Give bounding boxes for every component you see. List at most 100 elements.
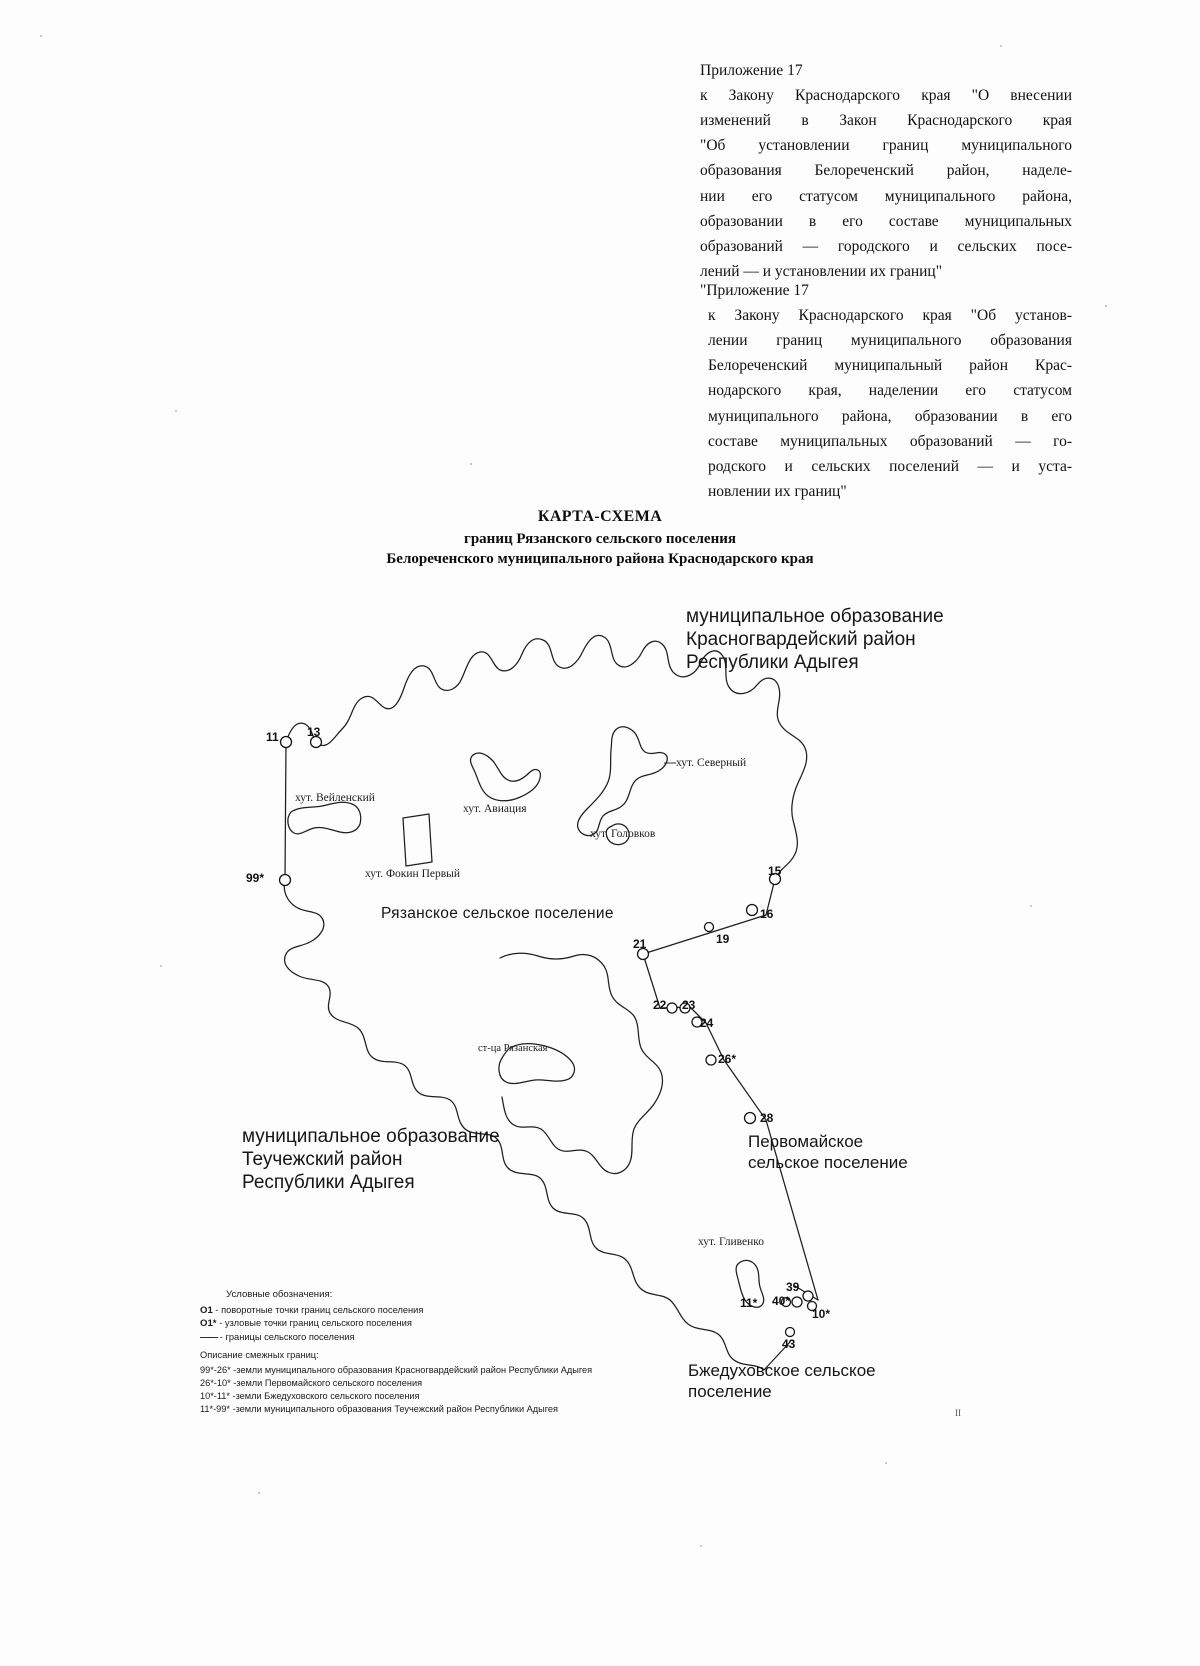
point-marker-22 <box>666 1002 678 1014</box>
page-subtitle-1: границ Рязанского сельского поселения <box>464 531 736 547</box>
point-label-16: 16 <box>760 907 774 921</box>
point-label-99: 99* <box>246 871 265 885</box>
point-marker-19 <box>703 921 715 933</box>
settlement-label-aviatsiya: хут. Авиация <box>463 803 527 815</box>
scan-speck <box>700 1545 702 1547</box>
bzhedukhovskoe-line-2: поселение <box>688 1382 772 1402</box>
appendix-1-line: "Об установлении границ муниципального <box>700 137 1072 155</box>
region-label-bzhedukhovskoe: Бжедуховское сельское поселение <box>688 1360 876 1403</box>
legend-text-boundary-line: - границы сельского поселения <box>219 1331 355 1342</box>
boundary-point-markers <box>278 735 818 1338</box>
scan-speck <box>470 463 472 465</box>
settlement-label-fokin-pervyy: хут. Фокин Первый <box>365 868 461 880</box>
legend-text-turning-point: - поворотные точки границ сельского посе… <box>215 1304 424 1315</box>
bzhedukhovskoe-line-1: Бжедуховское сельское <box>688 1361 876 1380</box>
legend-item-turning-points: O1 - поворотные точки границ сельского п… <box>200 1304 670 1318</box>
point-label-19: 19 <box>716 932 730 946</box>
teuchezhsky-line-1: муниципальное образование <box>242 1126 500 1147</box>
point-marker-23 <box>679 1002 691 1014</box>
legend-item-boundary-line: —— - границы сельского поселения <box>200 1331 670 1345</box>
krasnogvardeysky-line-2: Красногвардейский район <box>686 629 916 651</box>
pervomayskoe-line-1: Первомайское <box>748 1132 864 1151</box>
appendix-1-line: нии его статусом муниципального района, <box>700 187 1072 205</box>
region-label-krasnogvardeysky: муниципальное образование Красногвардейс… <box>686 605 944 675</box>
legend-symbol-boundary-line: —— <box>200 1331 218 1343</box>
appendix-2-line: Белореченский муниципальный район Крас- <box>708 357 1072 375</box>
appendix-1-line: образований — городского и сельских посе… <box>700 237 1072 255</box>
appendix-block-1: Приложение 17 к Закону Краснодарского кр… <box>700 58 1072 284</box>
map-schematic: муниципальное образование Красногвардейс… <box>0 580 1200 1410</box>
scan-artifact-mark: II <box>955 1408 961 1418</box>
scan-speck <box>1030 905 1032 907</box>
appendix-1-line: образовании в его составе муниципальных <box>700 212 1072 230</box>
point-label-26: 26* <box>718 1052 737 1066</box>
appendix-2-line: родского и сельских поселений — и уста- <box>708 457 1072 475</box>
legend-description-row: 11*-99* -земли муниципального образовани… <box>200 1403 558 1414</box>
settlement-label-golovkov: хут. Головков <box>590 828 656 840</box>
map-boundary-svg <box>278 634 819 1371</box>
point-marker-21 <box>636 947 650 961</box>
appendix-1-line: к Закону Краснодарского края "О внесении <box>700 87 1072 105</box>
settlement-label-ryazanskaya: ст-ца Рязанская <box>478 1043 548 1054</box>
point-label-43: 43 <box>782 1337 796 1351</box>
appendix-2-line: составе муниципальных образований — го- <box>708 432 1072 450</box>
point-label-11-star: 11* <box>740 1296 758 1310</box>
krasnogvardeysky-line-3: Республики Адыгея <box>686 652 859 674</box>
appendix-1-line: изменений в Закон Краснодарского края <box>700 112 1072 130</box>
appendix-2-line: муниципального района, образовании в его <box>708 407 1072 425</box>
point-label-39: 39 <box>786 1280 800 1294</box>
point-marker-43 <box>784 1326 796 1338</box>
settlement-label-glivenko: хут. Гливенко <box>698 1236 765 1248</box>
point-label-15: 15 <box>768 864 782 878</box>
krasnogvardeysky-line-1: муниципальное образование <box>686 606 944 627</box>
scan-speck <box>1105 305 1107 307</box>
point-label-21: 21 <box>633 937 647 951</box>
scan-speck <box>885 1462 887 1464</box>
appendix-2-line: лении границ муниципального образования <box>708 332 1072 350</box>
point-marker-13 <box>309 735 323 749</box>
scan-speck <box>1000 45 1002 47</box>
point-label-13: 13 <box>307 725 321 739</box>
point-marker-11-star <box>780 1296 792 1308</box>
legend-description-row: 26*-10* -земли Первомайского сельского п… <box>200 1377 423 1388</box>
appendix-1-line: лений — и установлении их границ" <box>700 262 943 280</box>
point-marker-99 <box>278 873 292 887</box>
legend-description-row: 99*-26* -земли муниципального образовани… <box>200 1364 593 1375</box>
legend-text-node-point: - узловые точки границ сельского поселен… <box>219 1318 412 1329</box>
region-label-teuchezhsky: муниципальное образование Теучежский рай… <box>242 1125 500 1195</box>
scan-speck <box>40 35 42 37</box>
settlement-label-severnyy: хут. Северный <box>676 757 747 769</box>
appendix-2-heading: "Приложение 17 <box>700 282 809 299</box>
point-marker-40 <box>791 1296 803 1308</box>
legend-item-node-points: O1* - узловые точки границ сельского пос… <box>200 1317 670 1331</box>
scan-speck <box>160 965 162 967</box>
teuchezhsky-line-2: Теучежский район <box>242 1149 403 1171</box>
appendix-1-heading: Приложение 17 <box>700 62 803 79</box>
appendix-1-line: образования Белореченский район, наделе- <box>700 162 1072 180</box>
legend-description-heading: Описание смежных границ: <box>200 1350 319 1361</box>
point-marker-28 <box>743 1111 757 1125</box>
point-marker-15 <box>768 872 782 886</box>
legend-description-row: 10*-11* -земли Бжедуховского сельского п… <box>200 1390 420 1401</box>
scan-speck <box>175 410 177 412</box>
legend-symbol-node-point: O1* <box>200 1318 217 1330</box>
point-marker-11 <box>279 735 293 749</box>
point-label-28: 28 <box>760 1111 774 1125</box>
point-marker-10-star <box>806 1300 818 1312</box>
region-label-pervomayskoe: Первомайское сельское поселение <box>748 1131 908 1174</box>
pervomayskoe-line-2: сельское поселение <box>748 1153 908 1173</box>
appendix-block-2: "Приложение 17 к Закону Краснодарского к… <box>700 278 1072 504</box>
legend-heading: Условные обозначения: <box>226 1289 333 1300</box>
appendix-2-line: нодарского края, наделении его статусом <box>708 382 1072 400</box>
point-marker-26 <box>705 1054 717 1066</box>
page-subtitle-2: Белореченского муниципального района Кра… <box>386 551 814 567</box>
settlement-label-veylenskiy: хут. Вейленский <box>295 792 375 804</box>
point-marker-39 <box>802 1290 814 1302</box>
point-label-22: 22 <box>653 998 667 1012</box>
appendix-2-line: к Закону Краснодарского края "Об установ… <box>708 307 1072 325</box>
point-marker-16 <box>745 903 759 917</box>
map-legend: Условные обозначения: O1 - поворотные то… <box>200 1288 670 1416</box>
appendix-2-line: новлении их границ" <box>708 482 847 500</box>
point-label-23: 23 <box>682 998 696 1012</box>
